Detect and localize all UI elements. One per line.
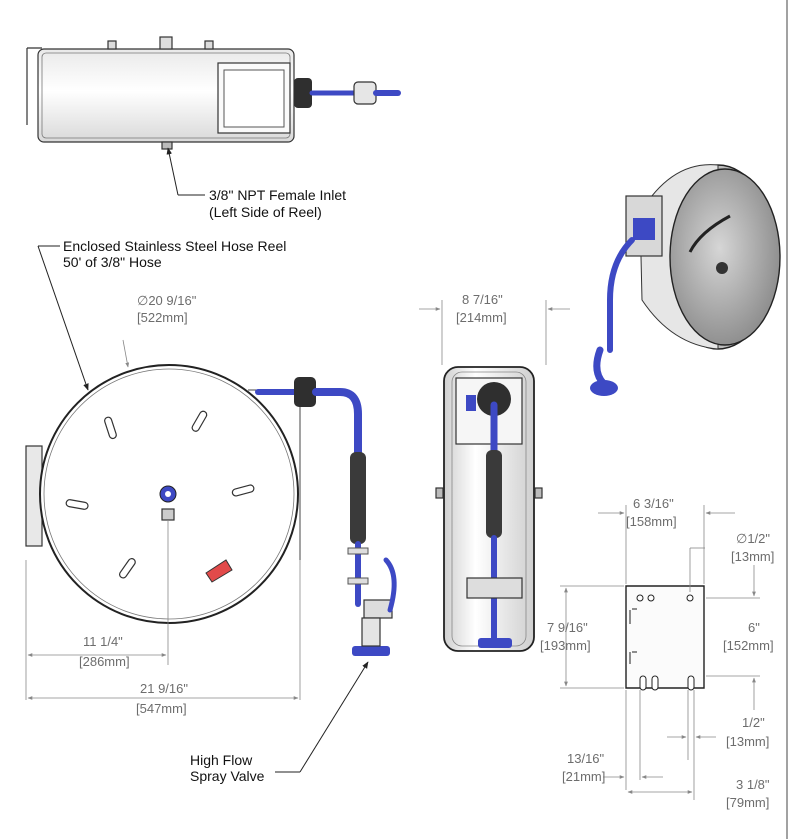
reel-callout-line2: 50' of 3/8" Hose (63, 254, 162, 270)
bracket-width-dim-mm: [158mm] (626, 514, 677, 529)
depth-dim-mm: [214mm] (456, 310, 507, 325)
hose-reel-front-view (25, 364, 397, 656)
hole-dia-dim-mm: [13mm] (731, 549, 774, 564)
overall-width-dim-inches: 21 9/16" (140, 681, 188, 696)
hole-spacing-dim-mm: [152mm] (723, 638, 774, 653)
valve-callout-line2: Spray Valve (190, 768, 265, 784)
bracket-width-dim-inches: 6 3/16" (633, 496, 674, 511)
slot-offset-dim-inches: 13/16" (567, 751, 605, 766)
hose-reel-isometric-view (590, 164, 781, 396)
slot-width-dim-mm: [13mm] (726, 734, 769, 749)
bracket-height-dim-mm: [193mm] (540, 638, 591, 653)
reel-callout-line1: Enclosed Stainless Steel Hose Reel (63, 238, 286, 254)
diameter-dim-mm: [522mm] (137, 310, 188, 325)
half-width-dim-inches: 11 1/4" (83, 634, 123, 649)
inlet-callout-line2: (Left Side of Reel) (209, 204, 322, 220)
valve-callout-line1: High Flow (190, 752, 253, 768)
hole-spacing-dim-inches: 6" (748, 620, 760, 635)
half-width-dim-mm: [286mm] (79, 654, 130, 669)
slot-width-dim-inches: 1/2" (742, 715, 765, 730)
inlet-callout-line1: 3/8" NPT Female Inlet (209, 187, 346, 203)
mounting-bracket (625, 585, 705, 691)
hose-reel-side-view (435, 366, 543, 652)
overall-width-dim-mm: [547mm] (136, 701, 187, 716)
bracket-height-dim-inches: 7 9/16" (547, 620, 588, 635)
hose-reel-top-view (26, 36, 401, 150)
slot-spacing-dim-inches: 3 1/8" (736, 777, 770, 792)
diameter-dim-inches: ∅20 9/16" (137, 293, 197, 308)
hole-dia-dim-inches: ∅1/2" (736, 531, 770, 546)
depth-dim-inches: 8 7/16" (462, 292, 503, 307)
slot-offset-dim-mm: [21mm] (562, 769, 605, 784)
slot-spacing-dim-mm: [79mm] (726, 795, 769, 810)
